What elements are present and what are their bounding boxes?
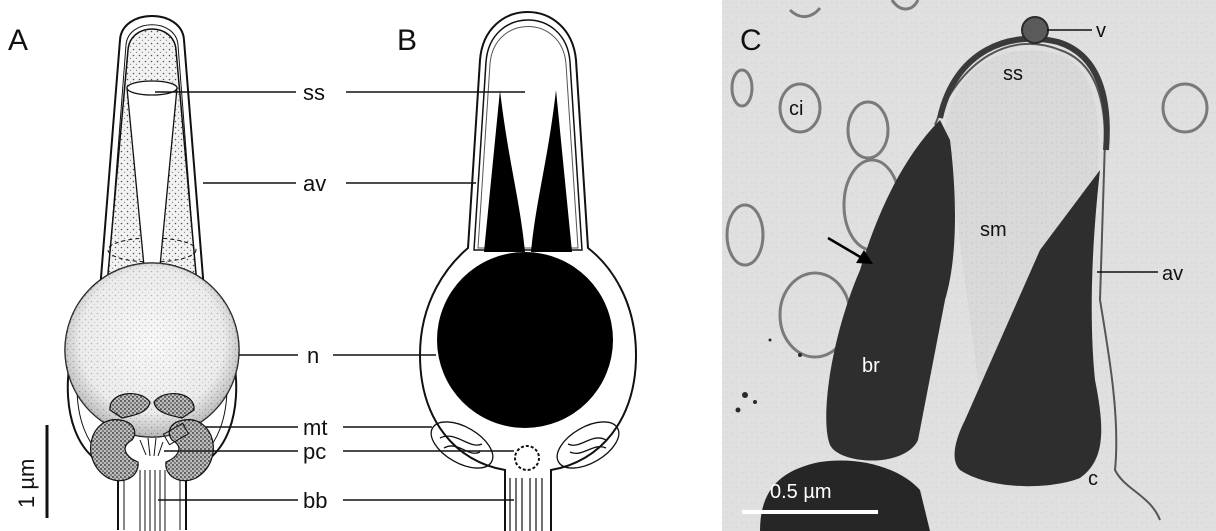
panel-b-label: B [397, 24, 417, 57]
panel-a-drawing [65, 16, 239, 531]
panel-a-label: A [8, 24, 28, 57]
micrograph-vesicle [1022, 17, 1048, 43]
label-pc: pc [303, 439, 326, 464]
micrograph-label-br: br [862, 355, 880, 377]
micrograph-label-ci: ci [789, 98, 803, 120]
micrograph-label-v: v [1096, 20, 1106, 42]
micrograph-label-av: av [1162, 263, 1183, 285]
panel-b-drawing [420, 12, 636, 531]
panel-c-micrograph [722, 0, 1216, 531]
label-mt: mt [303, 415, 327, 440]
micrograph-label-c: c [1088, 468, 1098, 490]
label-ss: ss [303, 80, 325, 105]
label-bb: bb [303, 488, 327, 513]
label-av: av [303, 171, 326, 196]
micrograph-label-ss: ss [1003, 63, 1023, 85]
nucleus-b [437, 252, 613, 428]
panel-c-label: C [740, 24, 762, 57]
micrograph-scale-bar-label: 0.5 µm [770, 481, 832, 503]
label-n: n [307, 343, 319, 368]
scale-bar-left-label: 1 µm [14, 459, 39, 508]
micrograph-label-sm: sm [980, 219, 1007, 241]
